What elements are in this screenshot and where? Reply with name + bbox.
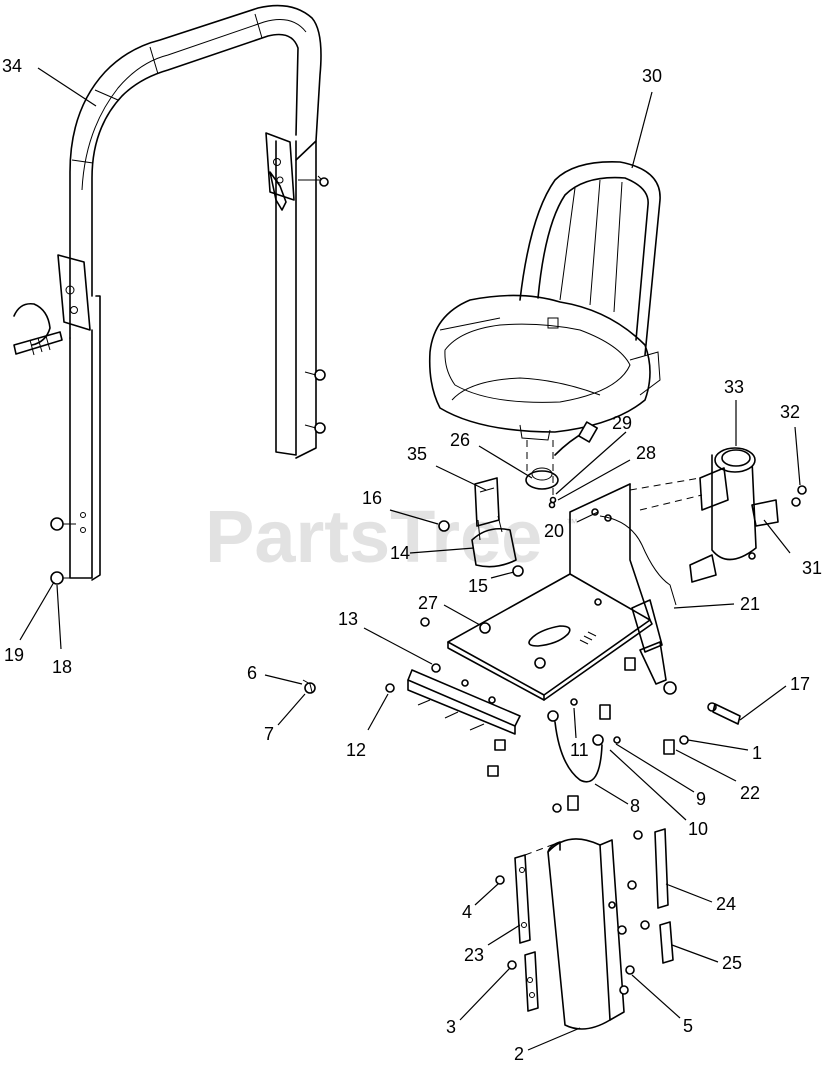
callout-22: 22 — [740, 783, 760, 803]
leader-lines — [19, 67, 801, 1051]
callout-21: 21 — [740, 594, 760, 614]
ground-cable-part-8 — [547, 657, 689, 813]
callout-30: 30 — [642, 66, 662, 86]
callout-29: 29 — [612, 413, 632, 433]
callout-7: 7 — [264, 724, 274, 744]
bracket-part-3 — [507, 951, 539, 1012]
callout-3: 3 — [446, 1017, 456, 1037]
callout-5: 5 — [683, 1016, 693, 1036]
callout-24: 24 — [716, 894, 736, 914]
canister-part-33 — [629, 447, 807, 583]
seat-mounting-plate — [447, 483, 653, 701]
bracket-part-23 — [495, 841, 561, 944]
watermark: PartsTree — [205, 495, 542, 578]
callout-2: 2 — [514, 1044, 524, 1064]
callout-17: 17 — [790, 674, 810, 694]
bracket-part-24 — [633, 828, 669, 909]
callout-1: 1 — [752, 743, 762, 763]
callout-4: 4 — [462, 902, 472, 922]
callout-23: 23 — [464, 945, 484, 965]
callout-16: 16 — [362, 488, 382, 508]
callout-11: 11 — [570, 740, 589, 760]
watermark-trademark: ™ — [566, 516, 578, 530]
callout-13: 13 — [338, 609, 358, 629]
shroud-part-2 — [547, 838, 637, 1030]
callout-8: 8 — [630, 796, 640, 816]
callout-6: 6 — [247, 663, 257, 683]
callout-15: 15 — [468, 576, 488, 596]
callout-12: 12 — [346, 740, 366, 760]
callout-25: 25 — [722, 953, 742, 973]
callout-27: 27 — [418, 593, 438, 613]
frame-angle-part-13 — [302, 617, 521, 777]
seat-belt-retractor-part-14 — [438, 477, 524, 577]
callout-33: 33 — [724, 377, 744, 397]
callout-31: 31 — [802, 558, 822, 578]
callout-9: 9 — [696, 789, 706, 809]
callout-35: 35 — [407, 444, 427, 464]
callout-18: 18 — [52, 657, 72, 677]
callout-19: 19 — [4, 645, 24, 665]
bracket-part-25 — [640, 920, 674, 964]
callout-34: 34 — [2, 56, 22, 76]
callout-20: 20 — [544, 521, 564, 541]
callout-10: 10 — [688, 819, 708, 839]
callout-28: 28 — [636, 443, 656, 463]
callout-14: 14 — [390, 543, 410, 563]
callout-32: 32 — [780, 402, 800, 422]
roll-bar-part-34 — [13, 4, 329, 585]
seat-part-30 — [428, 161, 661, 456]
seat-switch-part-26 — [525, 440, 559, 509]
callout-26: 26 — [450, 430, 470, 450]
callout-labels: 34 30 33 32 29 26 35 28 16 20 14 21 31 1… — [2, 56, 822, 1064]
seat-belt-buckle-part-21 — [599, 515, 741, 725]
